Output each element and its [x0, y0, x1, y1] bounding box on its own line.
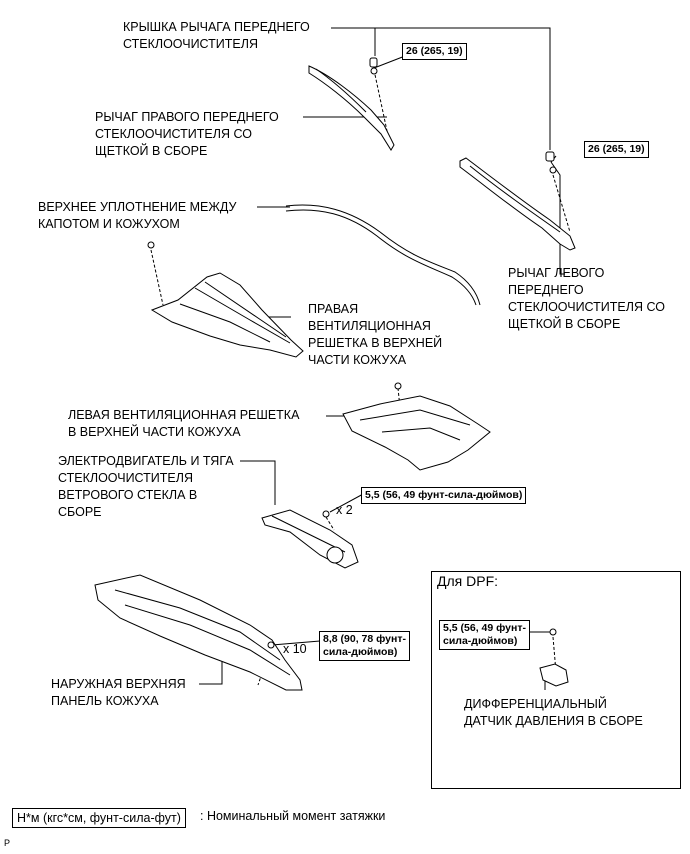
dpf-section-title: Для DPF:: [437, 573, 499, 589]
label-left-ventilator-louver: ЛЕВАЯ ВЕНТИЛЯЦИОННАЯ РЕШЕТКА В ВЕРХНЕЙ Ч…: [68, 408, 300, 439]
torque-right-arm-nut: 26 (265, 19): [402, 43, 467, 60]
right-wiper-arm-shape: [308, 57, 395, 151]
torque-motor-bolts: 5,5 (56, 49 фунт-сила-дюймов): [361, 487, 527, 504]
torque-dpf-sensor-bolt: 5,5 (56, 49 фунт- сила-дюймов): [439, 620, 530, 650]
label-right-ventilator-louver: ПРАВАЯ ВЕНТИЛЯЦИОННАЯ РЕШЕТКА В ВЕРХНЕЙ …: [308, 302, 443, 367]
dpf-section-frame: [431, 571, 681, 789]
torque-cowl-panel-bolts: 8,8 (90, 78 фунт- сила-дюймов): [319, 631, 410, 661]
left-louver-shape: [342, 382, 491, 471]
pressure-sensor-shape: [539, 628, 569, 687]
label-outer-cowl-top-panel: НАРУЖНАЯ ВЕРХНЯЯ ПАНЕЛЬ КОЖУХА: [51, 677, 186, 708]
legend-description: : Номинальный момент затяжки: [200, 809, 386, 823]
corner-code: P: [4, 838, 11, 848]
right-louver-shape: [147, 241, 304, 358]
hood-seal-shape: [285, 204, 481, 306]
label-left-wiper-arm: РЫЧАГ ЛЕВОГО ПЕРЕДНЕГО СТЕКЛООЧИСТИТЕЛЯ …: [508, 266, 665, 331]
outer-cowl-panel-shape: [94, 574, 303, 691]
legend-unit-box: Н*м (кгс*см, фунт-сила-фут): [12, 808, 186, 828]
wiper-motor-link-shape: [261, 509, 359, 569]
label-hood-to-cowl-seal: ВЕРХНЕЕ УПЛОТНЕНИЕ МЕЖДУ КАПОТОМ И КОЖУХ…: [38, 200, 237, 231]
left-wiper-arm-shape: [459, 151, 576, 251]
torque-left-arm-nut: 26 (265, 19): [584, 141, 649, 158]
leader-lines: [199, 27, 565, 690]
label-wiper-motor-link: ЭЛЕКТРОДВИГАТЕЛЬ И ТЯГА СТЕКЛООЧИСТИТЕЛЯ…: [58, 454, 234, 519]
multiplier-motor-bolts: x 2: [336, 503, 353, 517]
label-differential-pressure-sensor: ДИФФЕРЕНЦИАЛЬНЫЙ ДАТЧИК ДАВЛЕНИЯ В СБОРЕ: [464, 697, 643, 728]
label-right-wiper-arm: РЫЧАГ ПРАВОГО ПЕРЕДНЕГО СТЕКЛООЧИСТИТЕЛЯ…: [95, 110, 279, 158]
label-front-wiper-arm-cover: КРЫШКА РЫЧАГА ПЕРЕДНЕГО СТЕКЛООЧИСТИТЕЛЯ: [123, 20, 310, 51]
multiplier-cowl-panel-bolts: x 10: [283, 642, 307, 656]
